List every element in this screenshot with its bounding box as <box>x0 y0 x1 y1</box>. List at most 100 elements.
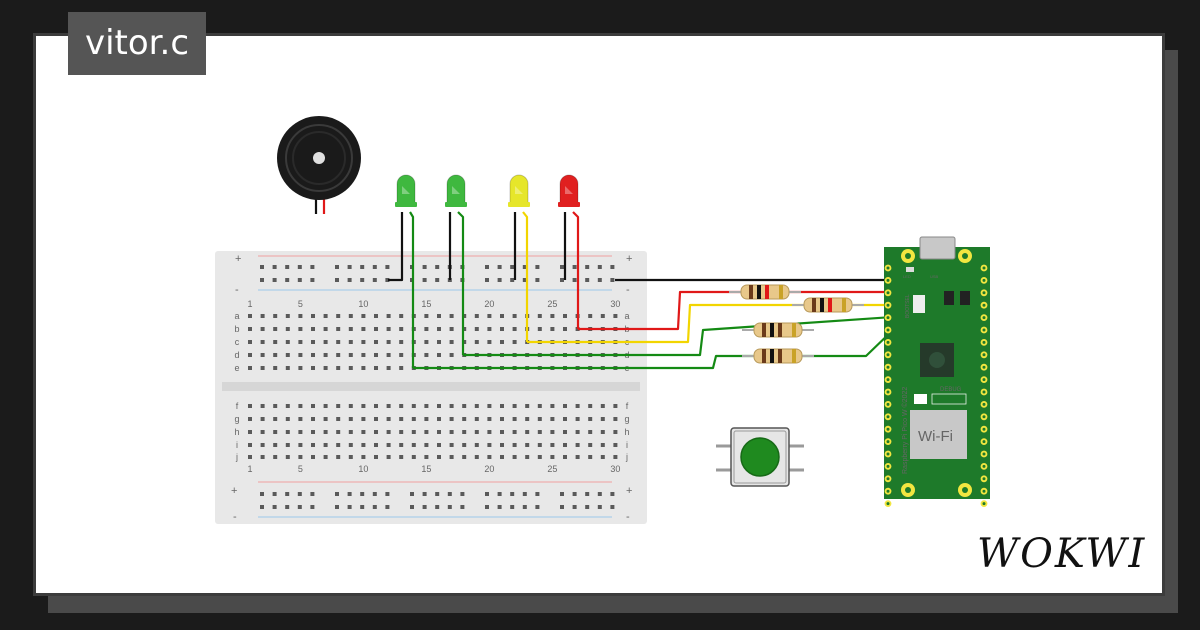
breadboard-hole <box>260 366 265 370</box>
breadboard-hole <box>374 455 378 459</box>
breadboard-hole <box>537 314 542 318</box>
pico-pin-hole <box>982 489 986 493</box>
resistor[interactable] <box>729 284 801 300</box>
breadboard-hole <box>449 417 454 421</box>
breadboard-hole <box>487 443 492 447</box>
pico-pin-hole <box>982 303 986 307</box>
breadboard-hole <box>348 443 353 447</box>
author-badge: vitor.c <box>68 12 206 75</box>
breadboard-hole <box>588 404 593 408</box>
rail-hole <box>510 492 515 496</box>
row-label-left: i <box>236 440 238 450</box>
rail-hole <box>385 505 390 509</box>
wokwi-logo: WOKWI <box>977 531 1146 577</box>
breadboard-hole <box>449 404 454 408</box>
resistor-band <box>820 298 824 312</box>
column-label-top: 1 <box>247 299 252 309</box>
breadboard-hole <box>588 430 593 434</box>
resistor[interactable] <box>742 348 814 364</box>
breadboard-hole <box>386 327 391 331</box>
buzzer-ring-inner <box>292 131 346 185</box>
breadboard-hole <box>323 455 328 459</box>
breadboard-hole <box>563 327 567 331</box>
pico-mount-hole-inner <box>905 487 911 493</box>
breadboard-hole <box>298 430 303 434</box>
rail-hole <box>610 492 615 496</box>
breadboard-hole <box>575 455 580 459</box>
pushbutton-cap[interactable] <box>740 437 780 477</box>
breadboard-hole <box>613 430 618 434</box>
pico-pin-hole <box>886 502 890 506</box>
rail-hole <box>285 505 290 509</box>
breadboard-hole <box>285 443 290 447</box>
breadboard-hole <box>336 443 341 447</box>
led-yellow[interactable] <box>508 174 530 207</box>
buzzer[interactable] <box>277 116 361 200</box>
breadboard-hole <box>537 417 542 421</box>
column-label-bottom: 25 <box>547 464 557 474</box>
breadboard-hole <box>386 366 391 370</box>
breadboard-hole <box>361 443 366 447</box>
breadboard-hole <box>449 353 454 357</box>
rail-hole <box>447 505 452 509</box>
pico-pin-hole <box>886 427 890 431</box>
breadboard-hole <box>348 366 353 370</box>
breadboard-hole <box>298 353 303 357</box>
row-label-left: d <box>234 350 239 360</box>
wire-green-signal-2 <box>413 329 894 370</box>
breadboard-hole <box>285 455 290 459</box>
wires <box>314 198 894 370</box>
pico-pins <box>884 264 988 507</box>
row-label-left: e <box>234 363 239 373</box>
wokwi-logo-text: WOKWI <box>977 531 1146 577</box>
rail-hole <box>572 265 577 269</box>
pico-pin-hole <box>982 452 986 456</box>
breadboard-hole <box>411 443 416 447</box>
breadboard-hole <box>285 314 290 318</box>
pico-usb-label: USB <box>930 274 939 279</box>
breadboard-hole <box>512 430 517 434</box>
breadboard-hole <box>311 455 315 459</box>
breadboard-hole <box>487 417 492 421</box>
led-red[interactable] <box>558 174 580 207</box>
breadboard-hole <box>386 430 391 434</box>
resistors[interactable] <box>729 284 864 364</box>
pico-pin-hole <box>982 340 986 344</box>
breadboard-hole <box>348 404 353 408</box>
breadboard-hole <box>462 443 467 447</box>
breadboard-hole <box>525 455 530 459</box>
pico-bootsel-button[interactable] <box>913 295 925 313</box>
breadboard-hole <box>449 430 454 434</box>
pico-pin-hole <box>886 353 890 357</box>
breadboard-hole <box>399 366 404 370</box>
breadboard-hole <box>348 327 353 331</box>
resistor-band <box>770 323 774 337</box>
resistor-band <box>765 285 769 299</box>
breadboard-hole <box>311 353 315 357</box>
breadboard-hole <box>298 417 303 421</box>
breadboard-hole <box>500 340 504 344</box>
resistor[interactable] <box>742 322 814 338</box>
breadboard-hole <box>298 404 303 408</box>
raspberry-pi-pico-w[interactable]: LED USB BOOTSEL Raspberry Pi Pico W ©202… <box>884 236 990 507</box>
led-green-1[interactable] <box>395 174 417 207</box>
breadboard-hole <box>311 404 315 408</box>
breadboard-hole <box>550 314 555 318</box>
rail-hole <box>260 265 264 269</box>
wire-led4-anode <box>572 211 580 329</box>
breadboard-hole <box>311 366 315 370</box>
breadboard-hole <box>462 314 467 318</box>
breadboard-hole <box>462 327 467 331</box>
column-label-bottom: 20 <box>484 464 494 474</box>
breadboard-hole <box>500 417 504 421</box>
rail-hole <box>572 492 577 496</box>
breadboard-hole <box>285 430 290 434</box>
breadboard-hole <box>298 366 303 370</box>
pushbutton[interactable] <box>716 427 804 487</box>
led-green-2[interactable] <box>445 174 467 207</box>
breadboard-hole <box>424 417 429 421</box>
breadboard-hole <box>260 417 265 421</box>
pico-chip-small <box>960 291 970 305</box>
resistor[interactable] <box>792 297 864 313</box>
